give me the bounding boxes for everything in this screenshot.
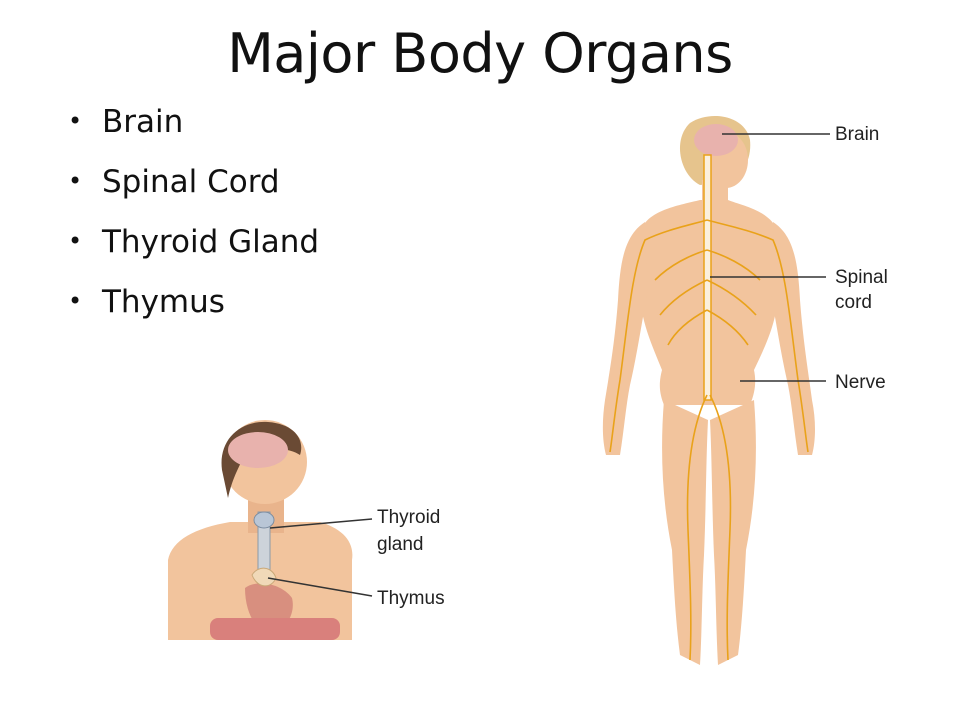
brain-label: Brain [835, 124, 879, 145]
bullet-text: Thymus [102, 284, 225, 320]
nerve-label: Nerve [835, 372, 886, 393]
thymus-label-line [267, 577, 373, 597]
bullet-icon: • [68, 287, 83, 315]
bullet-icon: • [68, 167, 83, 195]
male-body-illustration [168, 420, 353, 640]
bullet-item: • Thymus [68, 276, 319, 336]
slide-title: Major Body Organs [227, 22, 733, 85]
bullet-text: Brain [102, 104, 184, 140]
female-nervous-system-figure: Brain Spinal cord Nerve [602, 116, 888, 665]
bullet-text: Thyroid Gland [102, 224, 320, 260]
thyroid-label-line [269, 518, 373, 529]
bullet-item: • Brain [68, 96, 319, 156]
thymus-label: Thymus [377, 588, 445, 609]
spinal-cord-label-line1: Spinal [835, 267, 888, 288]
thyroid-label-line2: gland [377, 534, 424, 555]
female-body-illustration [602, 116, 815, 665]
bullet-item: • Spinal Cord [68, 156, 319, 216]
bullet-icon: • [68, 227, 83, 255]
bullet-item: • Thyroid Gland [68, 216, 319, 276]
bullet-icon: • [68, 107, 83, 135]
bullet-text: Spinal Cord [102, 164, 280, 200]
bullet-list: • Brain • Spinal Cord • Thyroid Gland • Thym… [68, 96, 319, 336]
spinal-cord-label-line2: cord [835, 292, 872, 313]
thyroid-label-line1: Thyroid [377, 507, 440, 528]
male-endocrine-figure: Thyroid gland Thymus [168, 420, 445, 640]
